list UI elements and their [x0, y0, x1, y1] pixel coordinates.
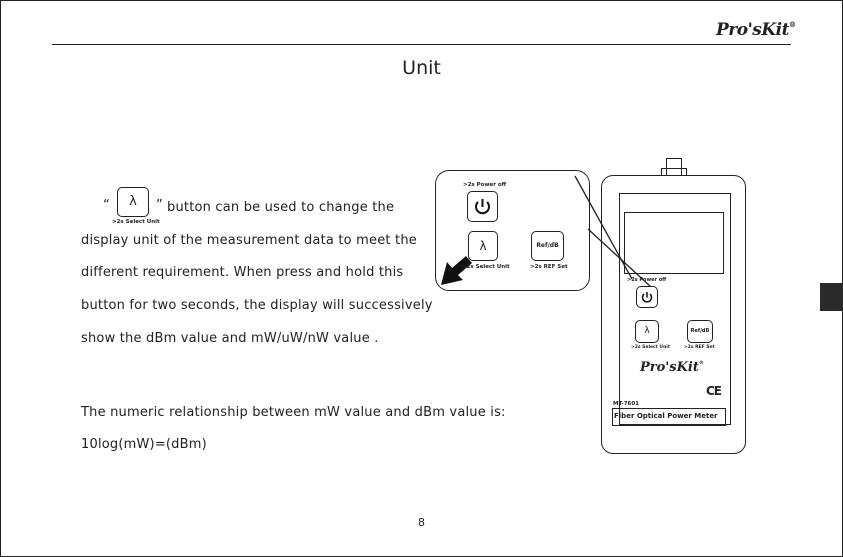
- device-model: MT-7601: [613, 401, 640, 407]
- paragraph-line-2: display unit of the measurement data to …: [81, 233, 417, 248]
- zoom-ref-caption: >2s REF Set: [530, 264, 568, 270]
- zoom-lambda-button: λ: [468, 231, 498, 261]
- select-unit-button-illustration: λ: [117, 187, 149, 217]
- paragraph-line-5: show the dBm value and mW/uW/nW value .: [81, 331, 379, 346]
- zoomed-button-panel: [435, 170, 590, 291]
- optical-connector: [666, 158, 682, 176]
- zoom-lambda-caption: >2s Select Unit: [462, 264, 510, 270]
- select-unit-caption: >2s Select Unit: [112, 219, 160, 225]
- device-lambda-caption: >2s Select Unit: [631, 345, 670, 350]
- zoom-power-caption: >2s Power off: [463, 182, 507, 188]
- device-brand-logo: Pro'sKit®: [640, 360, 704, 375]
- device-name-strip: [612, 408, 726, 426]
- page-number: 8: [418, 516, 425, 529]
- open-quote: “: [103, 198, 110, 213]
- chapter-tab: [820, 283, 843, 311]
- device-ref-caption: >2s REF Set: [684, 345, 715, 350]
- connector-base: [661, 168, 687, 176]
- brand-logo: Pro'sKit®: [716, 20, 796, 40]
- device-ref-button: Ref/dB: [687, 320, 713, 343]
- paragraph-line-1: button can be used to change the: [167, 200, 395, 215]
- power-icon: [475, 199, 490, 215]
- close-quote: ”: [156, 198, 163, 213]
- device-lambda-button: λ: [635, 320, 659, 343]
- ce-mark: CE: [706, 384, 722, 398]
- header-rule: [52, 44, 791, 45]
- device-power-caption: >2s Power off: [627, 277, 667, 283]
- device-power-button: [636, 286, 658, 308]
- device-product-name: Fiber Optical Power Meter: [614, 412, 718, 420]
- relationship-text: The numeric relationship between mW valu…: [81, 405, 506, 420]
- paragraph-line-4: button for two seconds, the display will…: [81, 298, 433, 313]
- device-front-panel: [619, 193, 731, 425]
- power-icon: [641, 292, 653, 303]
- page-title: Unit: [402, 57, 441, 79]
- zoom-power-button: [467, 191, 498, 222]
- device-screen: [624, 212, 724, 274]
- formula-text: 10log(mW)=(dBm): [81, 437, 207, 452]
- zoom-ref-button: Ref/dB: [531, 231, 564, 261]
- power-meter-device: [601, 175, 746, 454]
- paragraph-line-3: different requirement. When press and ho…: [81, 265, 404, 280]
